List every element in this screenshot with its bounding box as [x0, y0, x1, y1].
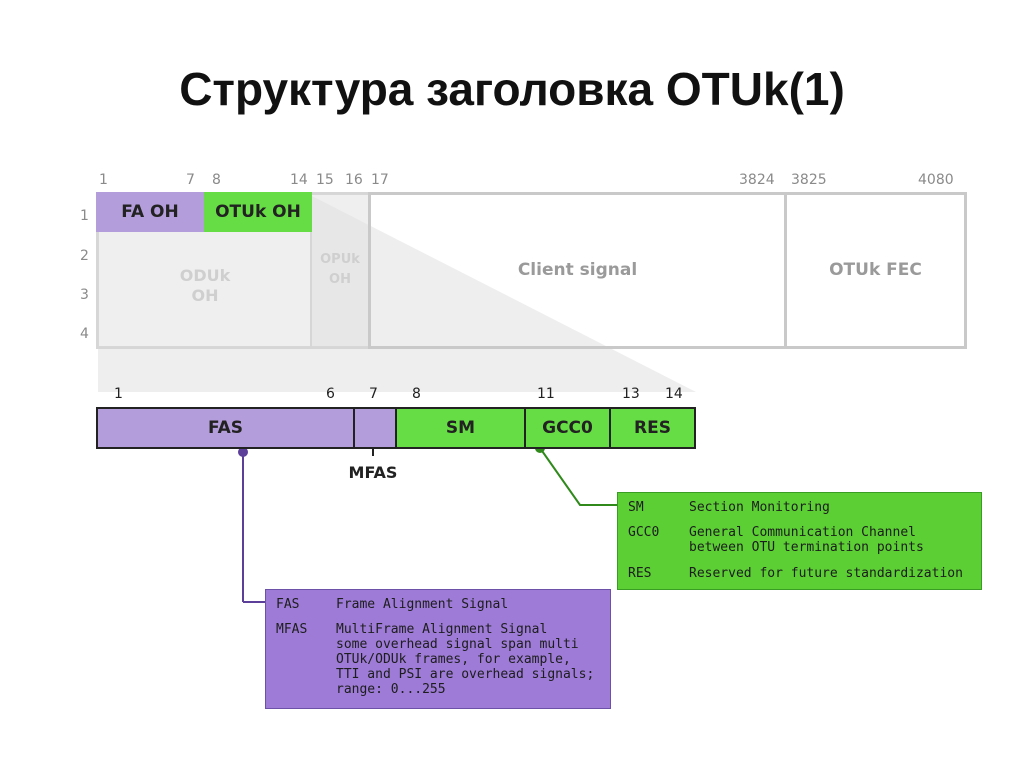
col-14: 14: [290, 172, 308, 188]
client-signal-label: Client signal: [517, 260, 638, 280]
otuk-oh-cell: OTUk OH: [204, 192, 312, 232]
slide-title: Структура заголовка OTUk(1): [179, 63, 845, 115]
legend-res-desc: Reserved for future standardization: [689, 566, 963, 581]
legend-sm-desc: Section Monitoring: [689, 500, 830, 515]
legend-sm-abbr: SM: [628, 500, 644, 515]
col-3824: 3824: [739, 172, 775, 188]
bcol-7: 7: [369, 386, 378, 402]
gcc0-cell: GCC0: [524, 407, 611, 449]
bcol-13: 13: [622, 386, 640, 402]
row-3: 3: [80, 287, 89, 303]
col-16: 16: [345, 172, 363, 188]
fas-cell: FAS: [96, 407, 355, 449]
divider-14: [310, 232, 312, 348]
legend-mfas-desc: MultiFrame Alignment Signal some overhea…: [336, 622, 595, 697]
row-2: 2: [80, 248, 89, 264]
opuk-oh-label: OPUk OH: [320, 252, 360, 287]
col-15: 15: [316, 172, 334, 188]
legend-res-abbr: RES: [628, 566, 652, 581]
divider-3824: [784, 192, 787, 349]
otuk-fec-label: OTUk FEC: [829, 260, 922, 280]
col-3825: 3825: [791, 172, 827, 188]
fa-oh-cell: FA OH: [96, 192, 204, 232]
col-8: 8: [212, 172, 221, 188]
legend-gcc0-abbr: GCC0: [628, 525, 660, 540]
purple-legend-box: FAS Frame Alignment Signal MFAS MultiFra…: [265, 589, 611, 709]
mfas-cell: [353, 407, 397, 449]
legend-fas-abbr: FAS: [276, 597, 300, 612]
col-1: 1: [99, 172, 108, 188]
bcol-1: 1: [114, 386, 123, 402]
divider-16: [368, 192, 371, 349]
res-cell: RES: [609, 407, 696, 449]
fas-connector-dot: [238, 447, 248, 457]
projection-shade: [98, 196, 696, 392]
col-7: 7: [186, 172, 195, 188]
legend-mfas-abbr: MFAS: [276, 622, 308, 637]
mfas-label: MFAS: [348, 462, 398, 482]
row-4: 4: [80, 326, 89, 342]
gcc0-connector-line: [539, 447, 617, 506]
row-1: 1: [80, 208, 89, 224]
bcol-6: 6: [326, 386, 335, 402]
legend-gcc0-desc: General Communication Channel between OT…: [689, 525, 924, 555]
sm-cell: SM: [395, 407, 526, 449]
bcol-11: 11: [537, 386, 555, 402]
col-4080: 4080: [918, 172, 954, 188]
green-legend-box: SM Section Monitoring GCC0 General Commu…: [617, 492, 982, 590]
bcol-14: 14: [665, 386, 683, 402]
legend-fas-desc: Frame Alignment Signal: [336, 597, 509, 612]
bcol-8: 8: [412, 386, 421, 402]
col-17: 17: [371, 172, 389, 188]
oduk-oh-label: ODUk OH: [179, 266, 231, 305]
